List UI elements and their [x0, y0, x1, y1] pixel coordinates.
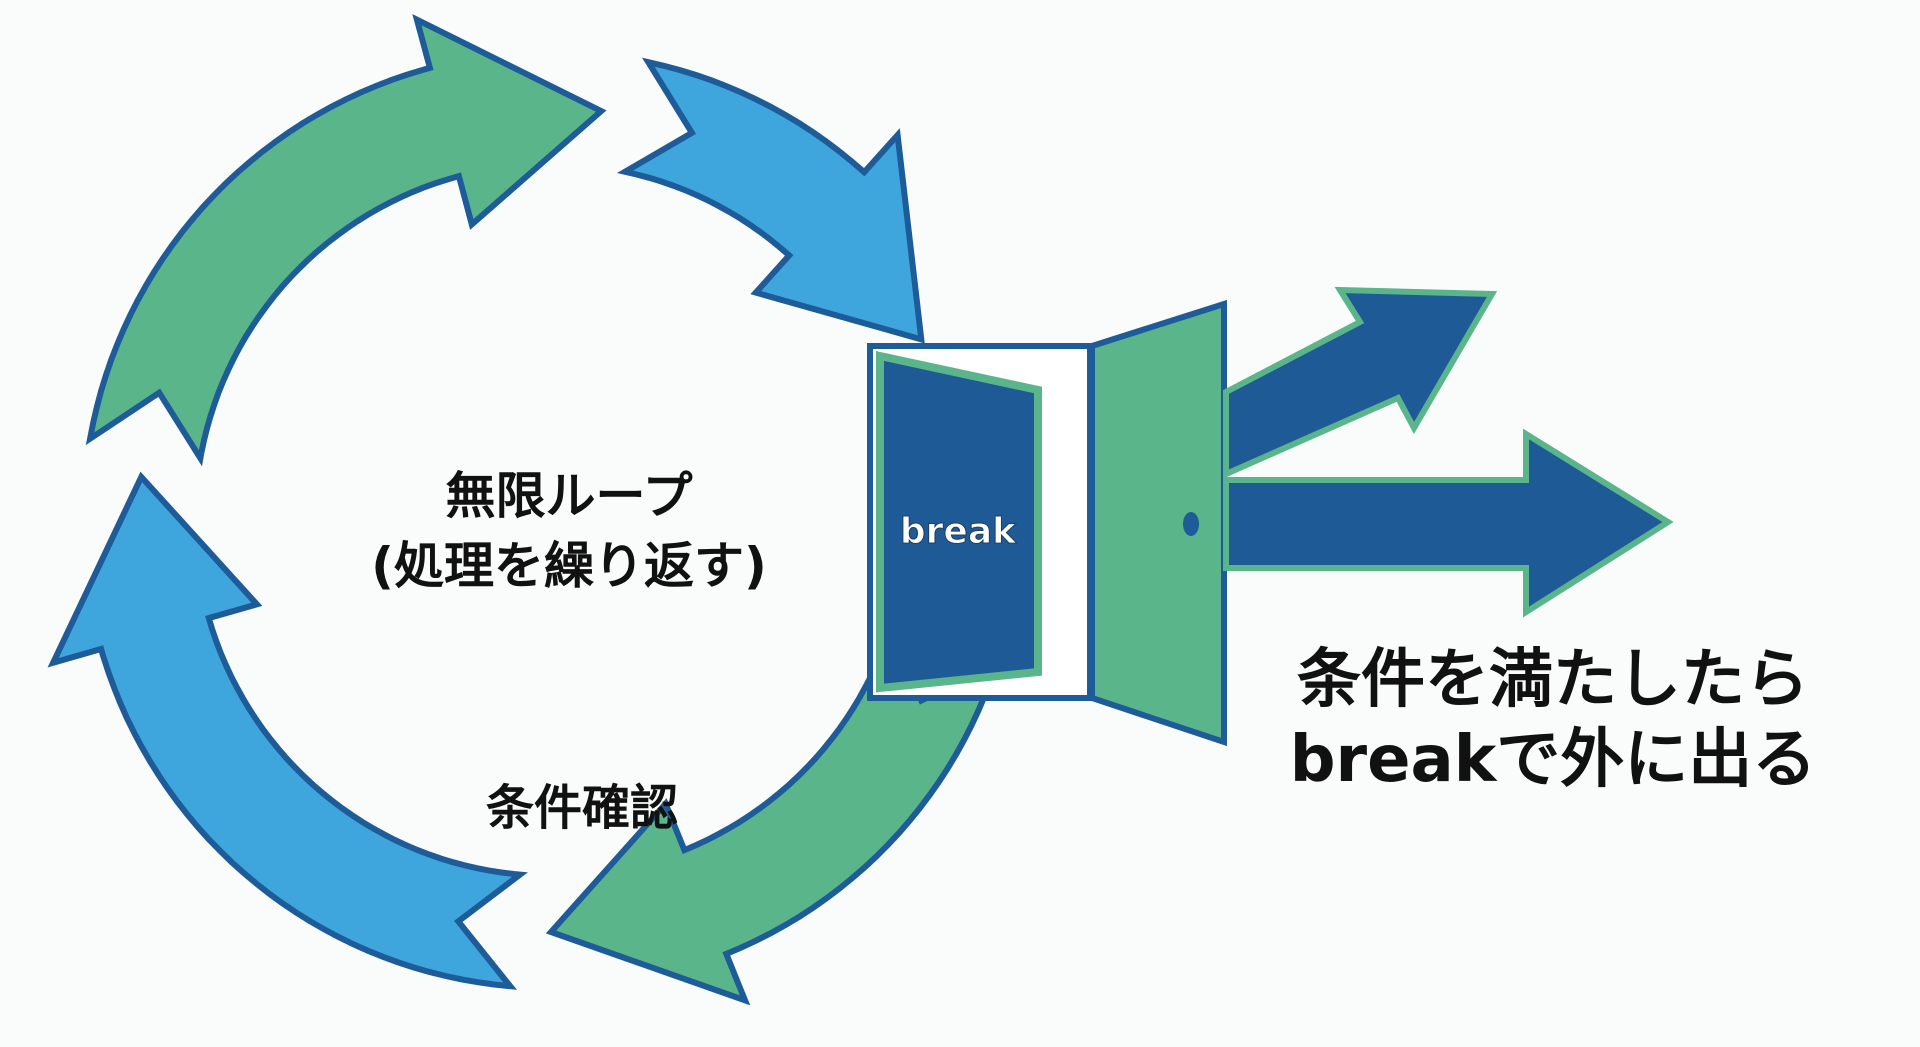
- loop-arrows: [47, 14, 1002, 1006]
- open-door-panel: [876, 351, 1042, 693]
- exit-arrow-up-icon: [1223, 286, 1498, 479]
- door-leaf: [1089, 299, 1227, 747]
- door-break-label: break: [900, 511, 1017, 552]
- loop-subtitle: (処理を繰り返す): [371, 537, 767, 595]
- door: break: [867, 299, 1227, 747]
- exit-caption-line1: 条件を満たしたら: [1297, 643, 1809, 717]
- loop-title: 無限ループ: [446, 467, 693, 525]
- exit-caption-line2: breakで外に出る: [1290, 723, 1817, 797]
- loop-arrow-green-top-icon: [85, 14, 607, 467]
- loop-arrow-green-bottom-icon: [545, 621, 1002, 1006]
- exit-arrows: [1223, 286, 1674, 618]
- loop-arrow-blue-left-icon: [47, 471, 528, 990]
- loop-arrow-blue-right-icon: [616, 57, 925, 344]
- door-knob-icon: [1183, 512, 1199, 536]
- condition-check-label: 条件確認: [486, 780, 678, 836]
- exit-arrow-right-icon: [1223, 428, 1674, 618]
